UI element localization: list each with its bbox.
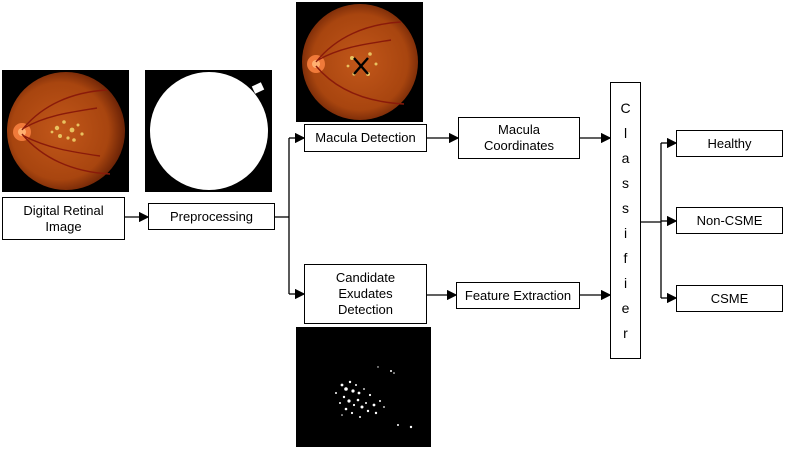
macula-detection-image (296, 2, 423, 122)
classifier-letter: s (622, 200, 629, 216)
x-mark-icon (353, 57, 369, 75)
preprocessing-node: Preprocessing (148, 203, 275, 230)
input-image-label: Digital Retinal Image (23, 202, 104, 234)
non-csme-label: Non-CSME (696, 212, 763, 228)
csme-label: CSME (710, 290, 749, 306)
fundus-input-image (2, 70, 129, 192)
classifier-letter: e (621, 300, 630, 316)
preprocessing-label: Preprocessing (169, 208, 254, 224)
input-image-node: Digital Retinal Image (2, 197, 125, 240)
feature-extraction-node: Feature Extraction (456, 282, 580, 309)
classifier-letter: a (621, 150, 630, 166)
healthy-node: Healthy (676, 130, 783, 157)
candidate-exudates-label: Candidate Exudates Detection (335, 270, 396, 317)
exudate-candidates-image (296, 327, 431, 447)
classifier-node: C l a s s i f i e r (610, 82, 641, 359)
preprocessed-mask-image (145, 70, 272, 192)
classifier-letter: r (623, 325, 628, 341)
classifier-letter: f (623, 250, 628, 266)
classifier-letter: i (623, 275, 628, 291)
candidate-exudates-node: Candidate Exudates Detection (304, 264, 427, 324)
classifier-letter: C (620, 100, 631, 116)
classifier-letter: l (623, 125, 628, 141)
macula-detection-node: Macula Detection (304, 124, 427, 152)
classifier-letter: s (622, 175, 629, 191)
macula-coordinates-node: Macula Coordinates (458, 117, 580, 159)
macula-detection-label: Macula Detection (315, 130, 416, 145)
non-csme-node: Non-CSME (676, 207, 783, 234)
classifier-letter: i (623, 225, 628, 241)
healthy-label: Healthy (707, 135, 752, 151)
feature-extraction-label: Feature Extraction (464, 287, 572, 303)
macula-coordinates-label: Macula Coordinates (483, 122, 555, 153)
csme-node: CSME (676, 285, 783, 312)
